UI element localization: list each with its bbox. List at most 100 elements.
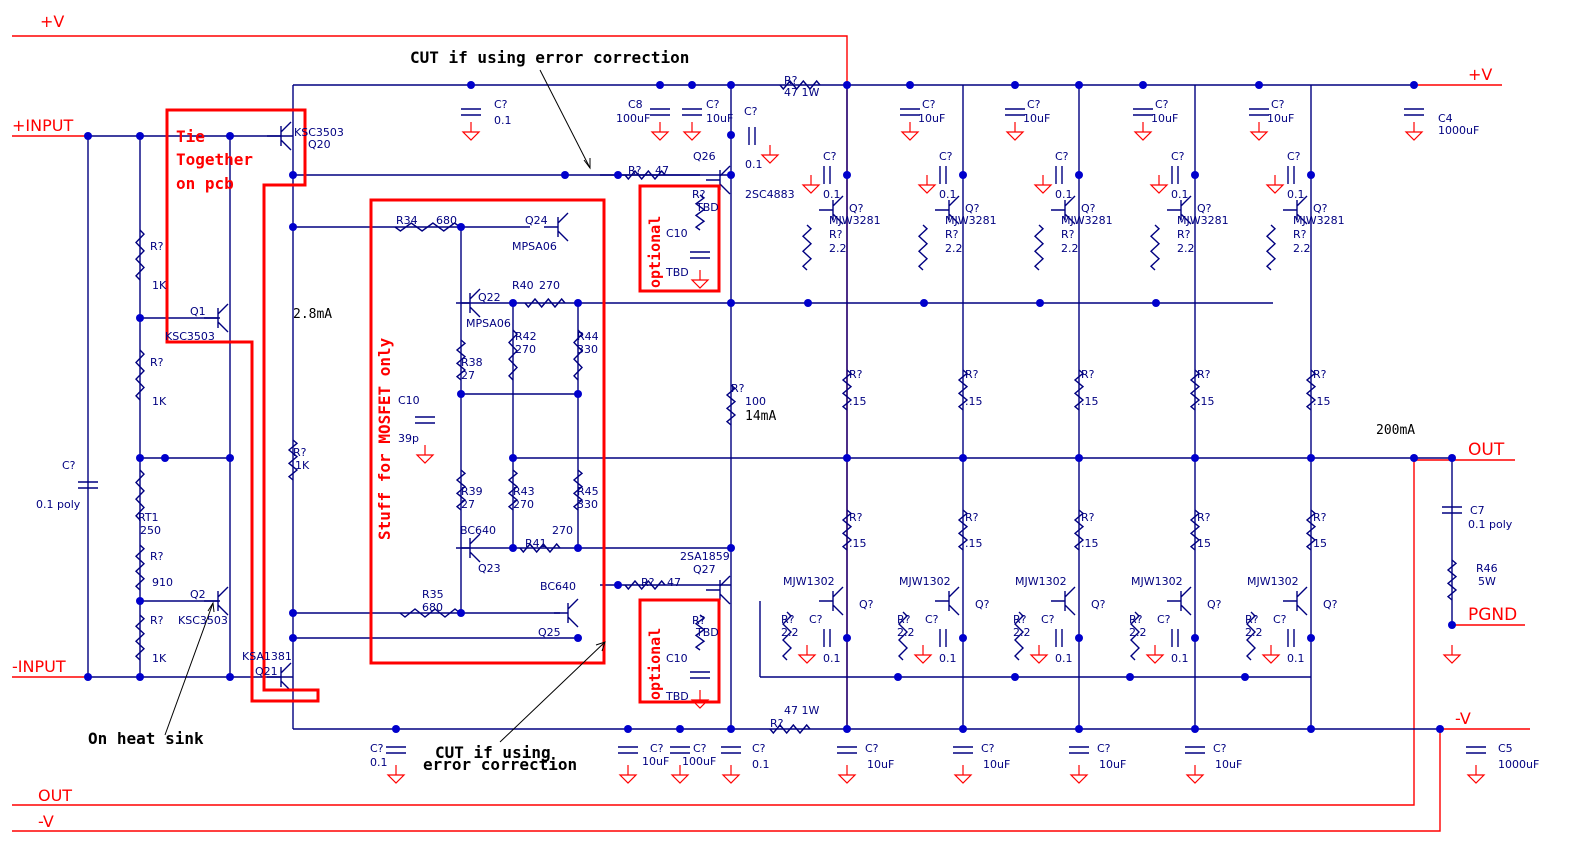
stage-5-r-base-top-ref: R? — [1293, 228, 1307, 241]
opt-top-r-ref: R? — [692, 188, 706, 201]
q27-ref: Q27 — [693, 563, 716, 576]
rail-vplus-right: +V — [1468, 65, 1492, 84]
junction-dot — [1075, 454, 1083, 462]
stage-2-r-base-top-symbol — [917, 224, 929, 271]
stage-4-r-base-bot-val: 2.2 — [1129, 626, 1147, 639]
junction-dots — [84, 81, 1456, 733]
stage-3-r-e-bot-val: .15 — [1081, 537, 1099, 550]
r40-ref: R40 — [512, 279, 534, 292]
c-os-b4-ground — [1185, 765, 1205, 784]
q1-symbol — [204, 303, 229, 333]
c-q26-ground — [760, 145, 780, 164]
r-47-1w-bot-symbol — [769, 723, 811, 735]
stage-3-cap-b-ground — [1033, 175, 1053, 194]
junction-dot — [1255, 81, 1263, 89]
note-optional-bottom: optional — [646, 628, 664, 700]
junction-dot — [289, 634, 297, 642]
c-bot-10u-symbol — [618, 746, 638, 754]
r-100-symbol — [725, 384, 737, 426]
note-tie-2: Together — [176, 150, 253, 169]
stage-2-r-base-top-ref: R? — [945, 228, 959, 241]
stage-5-cap-b-val: 0.1 — [1287, 188, 1305, 201]
stage-1-cap-bb-ground — [797, 645, 817, 664]
r45-ref: R45 — [577, 485, 599, 498]
r-47-top-ref: R? — [628, 164, 642, 177]
stage-3-q-top-part: MJW3281 — [1061, 214, 1113, 227]
stage-2-r-e-bot-val: .15 — [965, 537, 983, 550]
c-os-1-symbol — [900, 108, 920, 116]
junction-dot — [289, 609, 297, 617]
junction-dot — [920, 299, 928, 307]
r45-val: 330 — [577, 498, 598, 511]
c7-symbol — [1442, 506, 1462, 514]
r1k-c-val: 1K — [152, 652, 167, 665]
opt-top-c-symbol — [690, 251, 710, 259]
stage-2-cap-b-symbol — [939, 166, 947, 184]
rt1-ref: RT1 — [138, 511, 159, 524]
r38-val: 27 — [461, 369, 475, 382]
junction-dot — [136, 597, 144, 605]
c-os-2-symbol — [1005, 108, 1025, 116]
q20-ref: Q20 — [308, 138, 331, 151]
stage-5-r-e-top-symbol — [1305, 369, 1317, 411]
stage-5-q-bot-part: MJW1302 — [1247, 575, 1299, 588]
stage-1-cap-top-ref: C? — [922, 98, 936, 111]
c4-ref: C4 — [1438, 112, 1453, 125]
r38-ref: R38 — [461, 356, 483, 369]
q26-ref: Q26 — [693, 150, 716, 163]
rt1-val: 250 — [140, 524, 161, 537]
c-bot-01a-val: 0.1 — [370, 756, 388, 769]
q21-ref: Q21 — [255, 665, 278, 678]
optional-bottom-box — [638, 598, 721, 704]
stage-4-cap-bb-val: 0.1 — [1171, 652, 1189, 665]
stage-1-cap-top-val: 10uF — [918, 112, 945, 125]
tie-together-box — [165, 108, 320, 703]
stage-5-q-top-ref: Q? — [1313, 202, 1328, 215]
q21-part: KSA1381 — [242, 650, 292, 663]
c5-symbol — [1466, 746, 1486, 754]
stage-1-cap-bb-ref: C? — [809, 613, 823, 626]
junction-dot — [1307, 634, 1315, 642]
stage-1-cap-b-symbol — [823, 166, 831, 184]
q22-symbol — [456, 288, 481, 318]
r39-ref: R39 — [461, 485, 483, 498]
q24-part: MPSA06 — [512, 240, 557, 253]
stage-4-cap-bb-ref: C? — [1157, 613, 1171, 626]
junction-dot — [843, 454, 851, 462]
stage-5-cap-bb-ref: C? — [1273, 613, 1287, 626]
stage-1-r-e-top-ref: R? — [849, 368, 863, 381]
r-47-1w-bot-ref: R? — [770, 717, 784, 730]
junction-dot — [843, 81, 851, 89]
stage-2-cap-bb-symbol — [939, 629, 947, 647]
stage-3-q-top-symbol — [1051, 195, 1076, 225]
stage-2-cap-bb-val: 0.1 — [939, 652, 957, 665]
stage-2-q-top-symbol — [935, 195, 960, 225]
junction-dot — [561, 171, 569, 179]
junction-dot — [84, 132, 92, 140]
stage-3-cap-bb-symbol — [1055, 629, 1063, 647]
note-tie-1: Tie — [176, 127, 205, 146]
stage-1-r-e-bot-ref: R? — [849, 511, 863, 524]
junction-dot — [656, 81, 664, 89]
stage-3-r-base-top-val: 2.2 — [1061, 242, 1079, 255]
c-top-01-val: 0.1 — [494, 114, 512, 127]
junction-dot — [457, 390, 465, 398]
q22-ref: Q22 — [478, 291, 501, 304]
c-top-10u-ref: C? — [706, 98, 720, 111]
stage-2-cap-b-val: 0.1 — [939, 188, 957, 201]
rail-out-right: OUT — [1468, 440, 1505, 460]
junction-dot — [1448, 621, 1456, 629]
r1k-a-val: 1K — [152, 279, 167, 292]
stage-5-q-bot-symbol — [1283, 586, 1308, 616]
note-current-200: 200mA — [1376, 423, 1415, 438]
junction-dot — [843, 725, 851, 733]
c-q26-ref: C? — [744, 105, 758, 118]
c10-ref: C10 — [398, 394, 420, 407]
c8-ground — [650, 122, 670, 141]
r41-ref: R41 — [525, 537, 547, 550]
stage-4-q-bot-part: MJW1302 — [1131, 575, 1183, 588]
c-in-ref: C? — [62, 459, 76, 472]
opt-bot-c-ref: C10 — [666, 652, 688, 665]
r44-val: 330 — [577, 343, 598, 356]
stage-4-cap-top-ref: C? — [1271, 98, 1285, 111]
